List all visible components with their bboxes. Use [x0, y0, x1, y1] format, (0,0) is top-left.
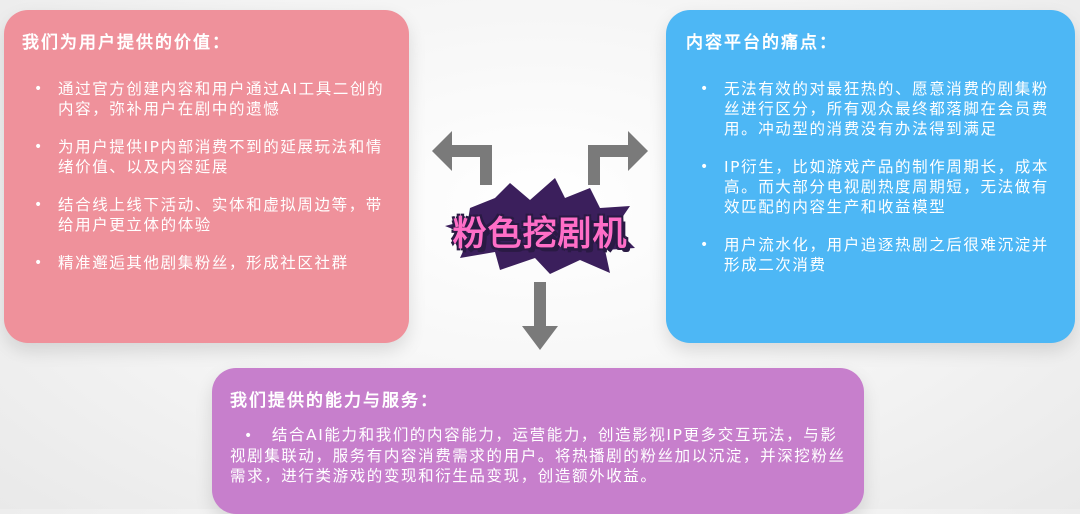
arrow-down-icon: [522, 282, 558, 350]
bullet-icon: •: [700, 237, 710, 253]
user-value-card: 我们为用户提供的价值： • 通过官方创建内容和用户通过AI工具二创的内容，弥补用户…: [4, 10, 409, 343]
user-value-list: • 通过官方创建内容和用户通过AI工具二创的内容，弥补用户在剧中的遗憾 • 为用户提…: [22, 79, 391, 273]
bullet-icon: •: [34, 81, 44, 97]
list-item: • 通过官方创建内容和用户通过AI工具二创的内容，弥补用户在剧中的遗憾: [22, 79, 391, 119]
list-item: • 用户流水化，用户追逐热剧之后很难沉淀并形成二次消费: [686, 235, 1057, 275]
pain-points-list: • 无法有效的对最狂热的、愿意消费的剧集粉丝进行区分，所有观众最终都落脚在会员费用…: [686, 79, 1057, 275]
list-item-text: 无法有效的对最狂热的、愿意消费的剧集粉丝进行区分，所有观众最终都落脚在会员费用。…: [724, 80, 1049, 138]
bullet-icon: •: [700, 159, 710, 175]
list-item-text: IP衍生，比如游戏产品的制作周期长，成本高。而大部分电视剧热度周期短，无法做有效…: [724, 158, 1049, 216]
list-item: •结合AI能力和我们的内容能力，运营能力，创造影视IP更多交互玩法，与影视剧集联…: [230, 425, 846, 486]
list-item: • IP衍生，比如游戏产品的制作周期长，成本高。而大部分电视剧热度周期短，无法做有…: [686, 157, 1057, 217]
pain-points-title: 内容平台的痛点：: [686, 33, 838, 53]
list-item-text: 用户流水化，用户追逐热剧之后很难沉淀并形成二次消费: [724, 236, 1049, 274]
logo-text: 粉色挖剧机: [452, 214, 628, 254]
platform-pain-points-card: 内容平台的痛点： • 无法有效的对最狂热的、愿意消费的剧集粉丝进行区分，所有观众最…: [666, 10, 1075, 343]
brand-logo: 粉色挖剧机: [440, 178, 640, 276]
list-item-text: 结合线上线下活动、实体和虚拟周边等，带给用户更立体的体验: [58, 196, 383, 234]
list-item: • 无法有效的对最狂热的、愿意消费的剧集粉丝进行区分，所有观众最终都落脚在会员费用…: [686, 79, 1057, 139]
user-value-title: 我们为用户提供的价值：: [22, 33, 231, 53]
bullet-icon: •: [34, 255, 44, 271]
capabilities-title: 我们提供的能力与服务：: [230, 391, 439, 411]
bullet-icon: •: [34, 197, 44, 213]
bullet-icon: •: [34, 139, 44, 155]
list-item-text: 为用户提供IP内部消费不到的延展玩法和情绪价值、以及内容延展: [58, 138, 383, 176]
list-item: • 结合线上线下活动、实体和虚拟周边等，带给用户更立体的体验: [22, 195, 391, 235]
bullet-icon: •: [244, 428, 254, 444]
logo-burst-icon: [445, 178, 635, 274]
arrow-up-left-icon: [432, 131, 492, 185]
arrow-up-right-icon: [588, 131, 648, 185]
list-item-text: 精准邂逅其他剧集粉丝，形成社区社群: [58, 254, 349, 272]
list-item: • 为用户提供IP内部消费不到的延展玩法和情绪价值、以及内容延展: [22, 137, 391, 177]
list-item: • 精准邂逅其他剧集粉丝，形成社区社群: [22, 253, 391, 273]
capabilities-services-card: 我们提供的能力与服务： •结合AI能力和我们的内容能力，运营能力，创造影视IP更…: [212, 368, 864, 514]
list-item-text: 结合AI能力和我们的内容能力，运营能力，创造影视IP更多交互玩法，与影视剧集联动…: [230, 426, 846, 485]
bullet-icon: •: [700, 81, 710, 97]
capabilities-list: •结合AI能力和我们的内容能力，运营能力，创造影视IP更多交互玩法，与影视剧集联…: [230, 425, 846, 486]
list-item-text: 通过官方创建内容和用户通过AI工具二创的内容，弥补用户在剧中的遗憾: [58, 80, 385, 118]
